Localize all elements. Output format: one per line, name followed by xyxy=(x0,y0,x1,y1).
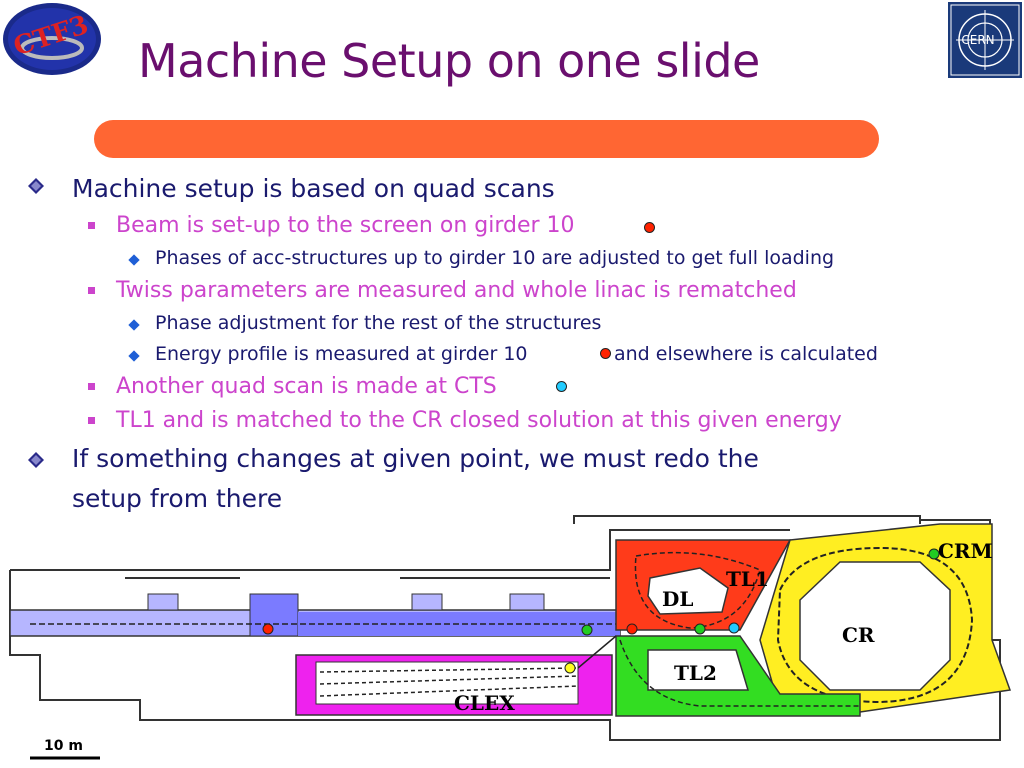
square-bullet-icon xyxy=(88,383,95,390)
red-marker-icon xyxy=(262,623,274,635)
yellow-marker-icon xyxy=(564,662,576,674)
square-bullet-icon xyxy=(88,287,95,294)
cyan-marker-icon xyxy=(556,381,567,392)
bullet-1-2-1: Phase adjustment for the rest of the str… xyxy=(155,312,602,334)
bullet-1-2-2-part2: and elsewhere is calculated xyxy=(614,343,878,365)
blue-diamond-bullet-icon xyxy=(128,254,140,266)
cern-logo: CERN xyxy=(948,2,1022,78)
cern-logo-text: CERN xyxy=(961,33,994,47)
bullet-1-1-1: Phases of acc-structures up to girder 10… xyxy=(155,247,835,269)
bullet-1-3: Another quad scan is made at CTS xyxy=(116,374,497,399)
red-marker-icon xyxy=(626,623,638,635)
title-underline-bar xyxy=(94,120,879,158)
cyan-marker-icon xyxy=(728,622,740,634)
bullet-1-2: Twiss parameters are measured and whole … xyxy=(116,278,797,303)
bullet-1-1: Beam is set-up to the screen on girder 1… xyxy=(116,213,575,238)
square-bullet-icon xyxy=(88,417,95,424)
bullet-2-line1: If something changes at given point, we … xyxy=(72,444,759,473)
facility-layout-map: DL TL1 CR CRM TL2 CLEX 10 m xyxy=(9,515,1012,760)
scale-label: 10 m xyxy=(44,738,83,754)
green-marker-icon xyxy=(928,548,940,560)
slide-title: Machine Setup on one slide xyxy=(138,34,760,88)
map-label-clex: CLEX xyxy=(454,691,515,715)
square-bullet-icon xyxy=(88,222,95,229)
map-label-cr: CR xyxy=(842,623,875,647)
map-label-crm: CRM xyxy=(938,539,993,563)
bullet-1: Machine setup is based on quad scans xyxy=(72,174,555,203)
red-marker-icon xyxy=(600,348,611,359)
diamond-bullet-icon xyxy=(28,178,44,194)
blue-diamond-bullet-icon xyxy=(128,350,140,362)
blue-diamond-bullet-icon xyxy=(128,319,140,331)
red-marker-icon xyxy=(644,222,655,233)
bullet-2-line2: setup from there xyxy=(72,484,283,513)
ctf3-logo: CTF3 xyxy=(3,3,101,75)
map-label-tl2: TL2 xyxy=(674,661,717,685)
map-label-tl1: TL1 xyxy=(726,567,769,591)
green-marker-icon xyxy=(694,623,706,635)
bullet-1-2-2-part1: Energy profile is measured at girder 10 xyxy=(155,343,528,365)
diamond-bullet-icon xyxy=(28,452,44,468)
bullet-1-4: TL1 and is matched to the CR closed solu… xyxy=(116,408,842,433)
green-marker-icon xyxy=(581,624,593,636)
map-label-dl: DL xyxy=(662,587,693,611)
